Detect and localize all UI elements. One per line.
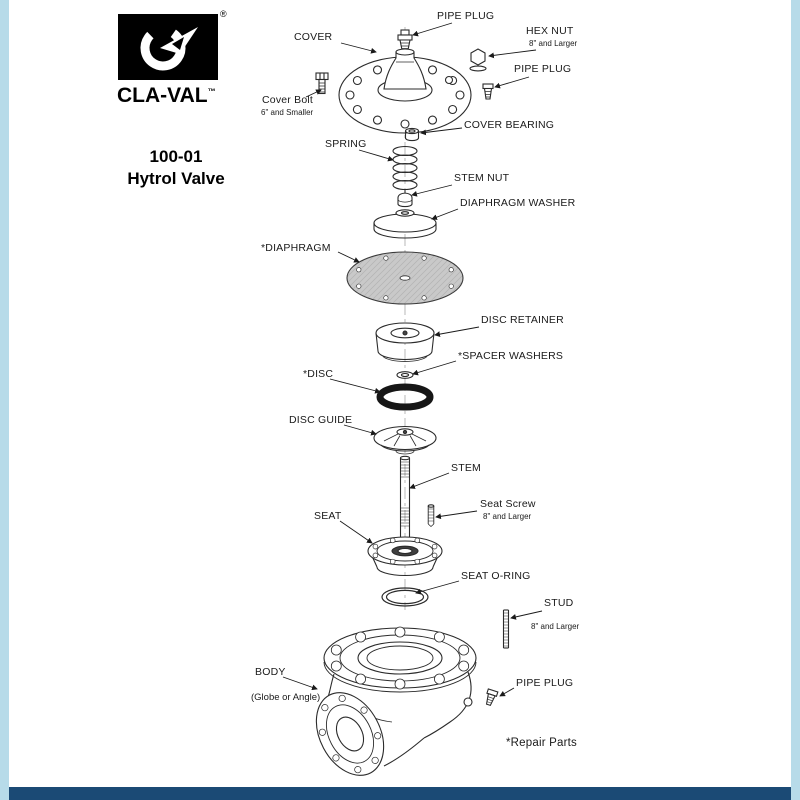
label-disc: *DISC xyxy=(303,368,334,380)
leader-cover-bolt xyxy=(305,89,322,98)
leader-hex-nut xyxy=(488,49,537,59)
part-disc-retainer xyxy=(375,322,435,362)
left-border xyxy=(0,0,9,800)
label-cover-bolt-size: 6" and Smaller xyxy=(261,108,314,117)
brand-name: CLA-VAL™ xyxy=(117,84,216,108)
label-body-type: (Globe or Angle) xyxy=(251,692,321,703)
part-diaphragm xyxy=(346,251,464,305)
label-hex-nut: HEX NUT xyxy=(526,25,574,37)
part-seat-o-ring xyxy=(381,587,429,607)
label-seat-o-ring: SEAT O-RING xyxy=(461,570,531,582)
leader-pipe-plug-upper xyxy=(494,76,530,89)
part-body xyxy=(315,626,477,776)
label-seat-screw-size: 8" and Larger xyxy=(483,512,532,521)
leader-body xyxy=(282,676,318,691)
label-pipe-plug-top: PIPE PLUG xyxy=(437,10,495,22)
part-spring xyxy=(392,145,418,191)
leader-seat-o-ring xyxy=(415,580,460,595)
part-pipe-plug-upper xyxy=(482,83,494,100)
label-cover: COVER xyxy=(294,31,333,43)
label-disc-guide: DISC GUIDE xyxy=(289,414,353,426)
label-spring: SPRING xyxy=(325,138,367,150)
leader-spring xyxy=(358,149,394,162)
label-disc-retainer: DISC RETAINER xyxy=(481,314,564,326)
leader-stem-nut xyxy=(411,184,453,197)
label-cover-bearing: COVER BEARING xyxy=(464,119,555,131)
leader-stud xyxy=(510,610,543,620)
part-cover xyxy=(338,48,472,134)
part-stem xyxy=(399,455,411,540)
label-pipe-plug-body: PIPE PLUG xyxy=(516,677,574,689)
diagram-title: 100-01 Hytrol Valve xyxy=(101,146,251,191)
label-stud-size: 8" and Larger xyxy=(531,622,580,631)
registered-mark: ® xyxy=(220,9,227,19)
brand-text: CLA-VAL xyxy=(117,84,208,107)
label-stem: STEM xyxy=(451,462,481,474)
leader-diaphragm-washer xyxy=(431,208,459,220)
label-seat: SEAT xyxy=(314,510,342,522)
part-seat xyxy=(367,536,443,577)
part-pipe-plug-top xyxy=(397,29,413,51)
label-seat-screw: Seat Screw xyxy=(480,498,536,510)
part-hex-nut xyxy=(469,48,487,72)
label-cover-bolt: Cover Bolt xyxy=(262,94,314,106)
right-border xyxy=(791,0,800,800)
label-spacer-washers: *SPACER WASHERS xyxy=(458,350,564,362)
part-seat-screw xyxy=(427,504,435,528)
leader-pipe-plug-body xyxy=(499,687,515,697)
leader-spacer-washers xyxy=(412,360,457,376)
leader-cover xyxy=(340,42,377,54)
leader-stem xyxy=(409,472,450,489)
part-pipe-plug-body xyxy=(485,688,499,707)
trademark-symbol: ™ xyxy=(207,87,216,96)
part-disc xyxy=(376,383,434,411)
part-cover-bearing xyxy=(404,127,420,142)
leader-disc-retainer xyxy=(434,326,480,337)
model-number: 100-01 xyxy=(149,147,203,166)
leader-seat xyxy=(339,520,373,544)
body-inlet-flange xyxy=(315,692,385,776)
part-diaphragm-washer xyxy=(373,209,437,239)
valve-name: Hytrol Valve xyxy=(127,169,225,189)
leader-pipe-plug-top xyxy=(412,22,453,37)
part-stem-nut xyxy=(397,189,413,208)
label-diaphragm-washer: DIAPHRAGM WASHER xyxy=(460,197,576,209)
leader-cover-bearing xyxy=(420,127,463,136)
part-spacer-washer xyxy=(396,371,414,379)
label-body: BODY xyxy=(255,666,286,678)
part-disc-guide xyxy=(373,425,437,455)
label-diaphragm: *DIAPHRAGM xyxy=(261,242,331,254)
repair-parts-note: *Repair Parts xyxy=(506,737,577,749)
cla-val-logo-icon xyxy=(118,14,218,80)
label-pipe-plug-upper: PIPE PLUG xyxy=(514,63,572,75)
part-cover-bolt xyxy=(315,72,329,95)
label-stem-nut: STEM NUT xyxy=(454,172,510,184)
leader-disc xyxy=(329,378,381,394)
leader-diaphragm xyxy=(337,251,360,263)
bottom-bar xyxy=(9,787,791,800)
label-stud: STUD xyxy=(544,597,574,609)
label-hex-nut-size: 8" and Larger xyxy=(529,39,578,48)
leader-lines xyxy=(282,22,543,697)
part-stud xyxy=(502,609,510,649)
leader-seat-screw xyxy=(435,510,478,520)
leader-disc-guide xyxy=(343,424,377,436)
